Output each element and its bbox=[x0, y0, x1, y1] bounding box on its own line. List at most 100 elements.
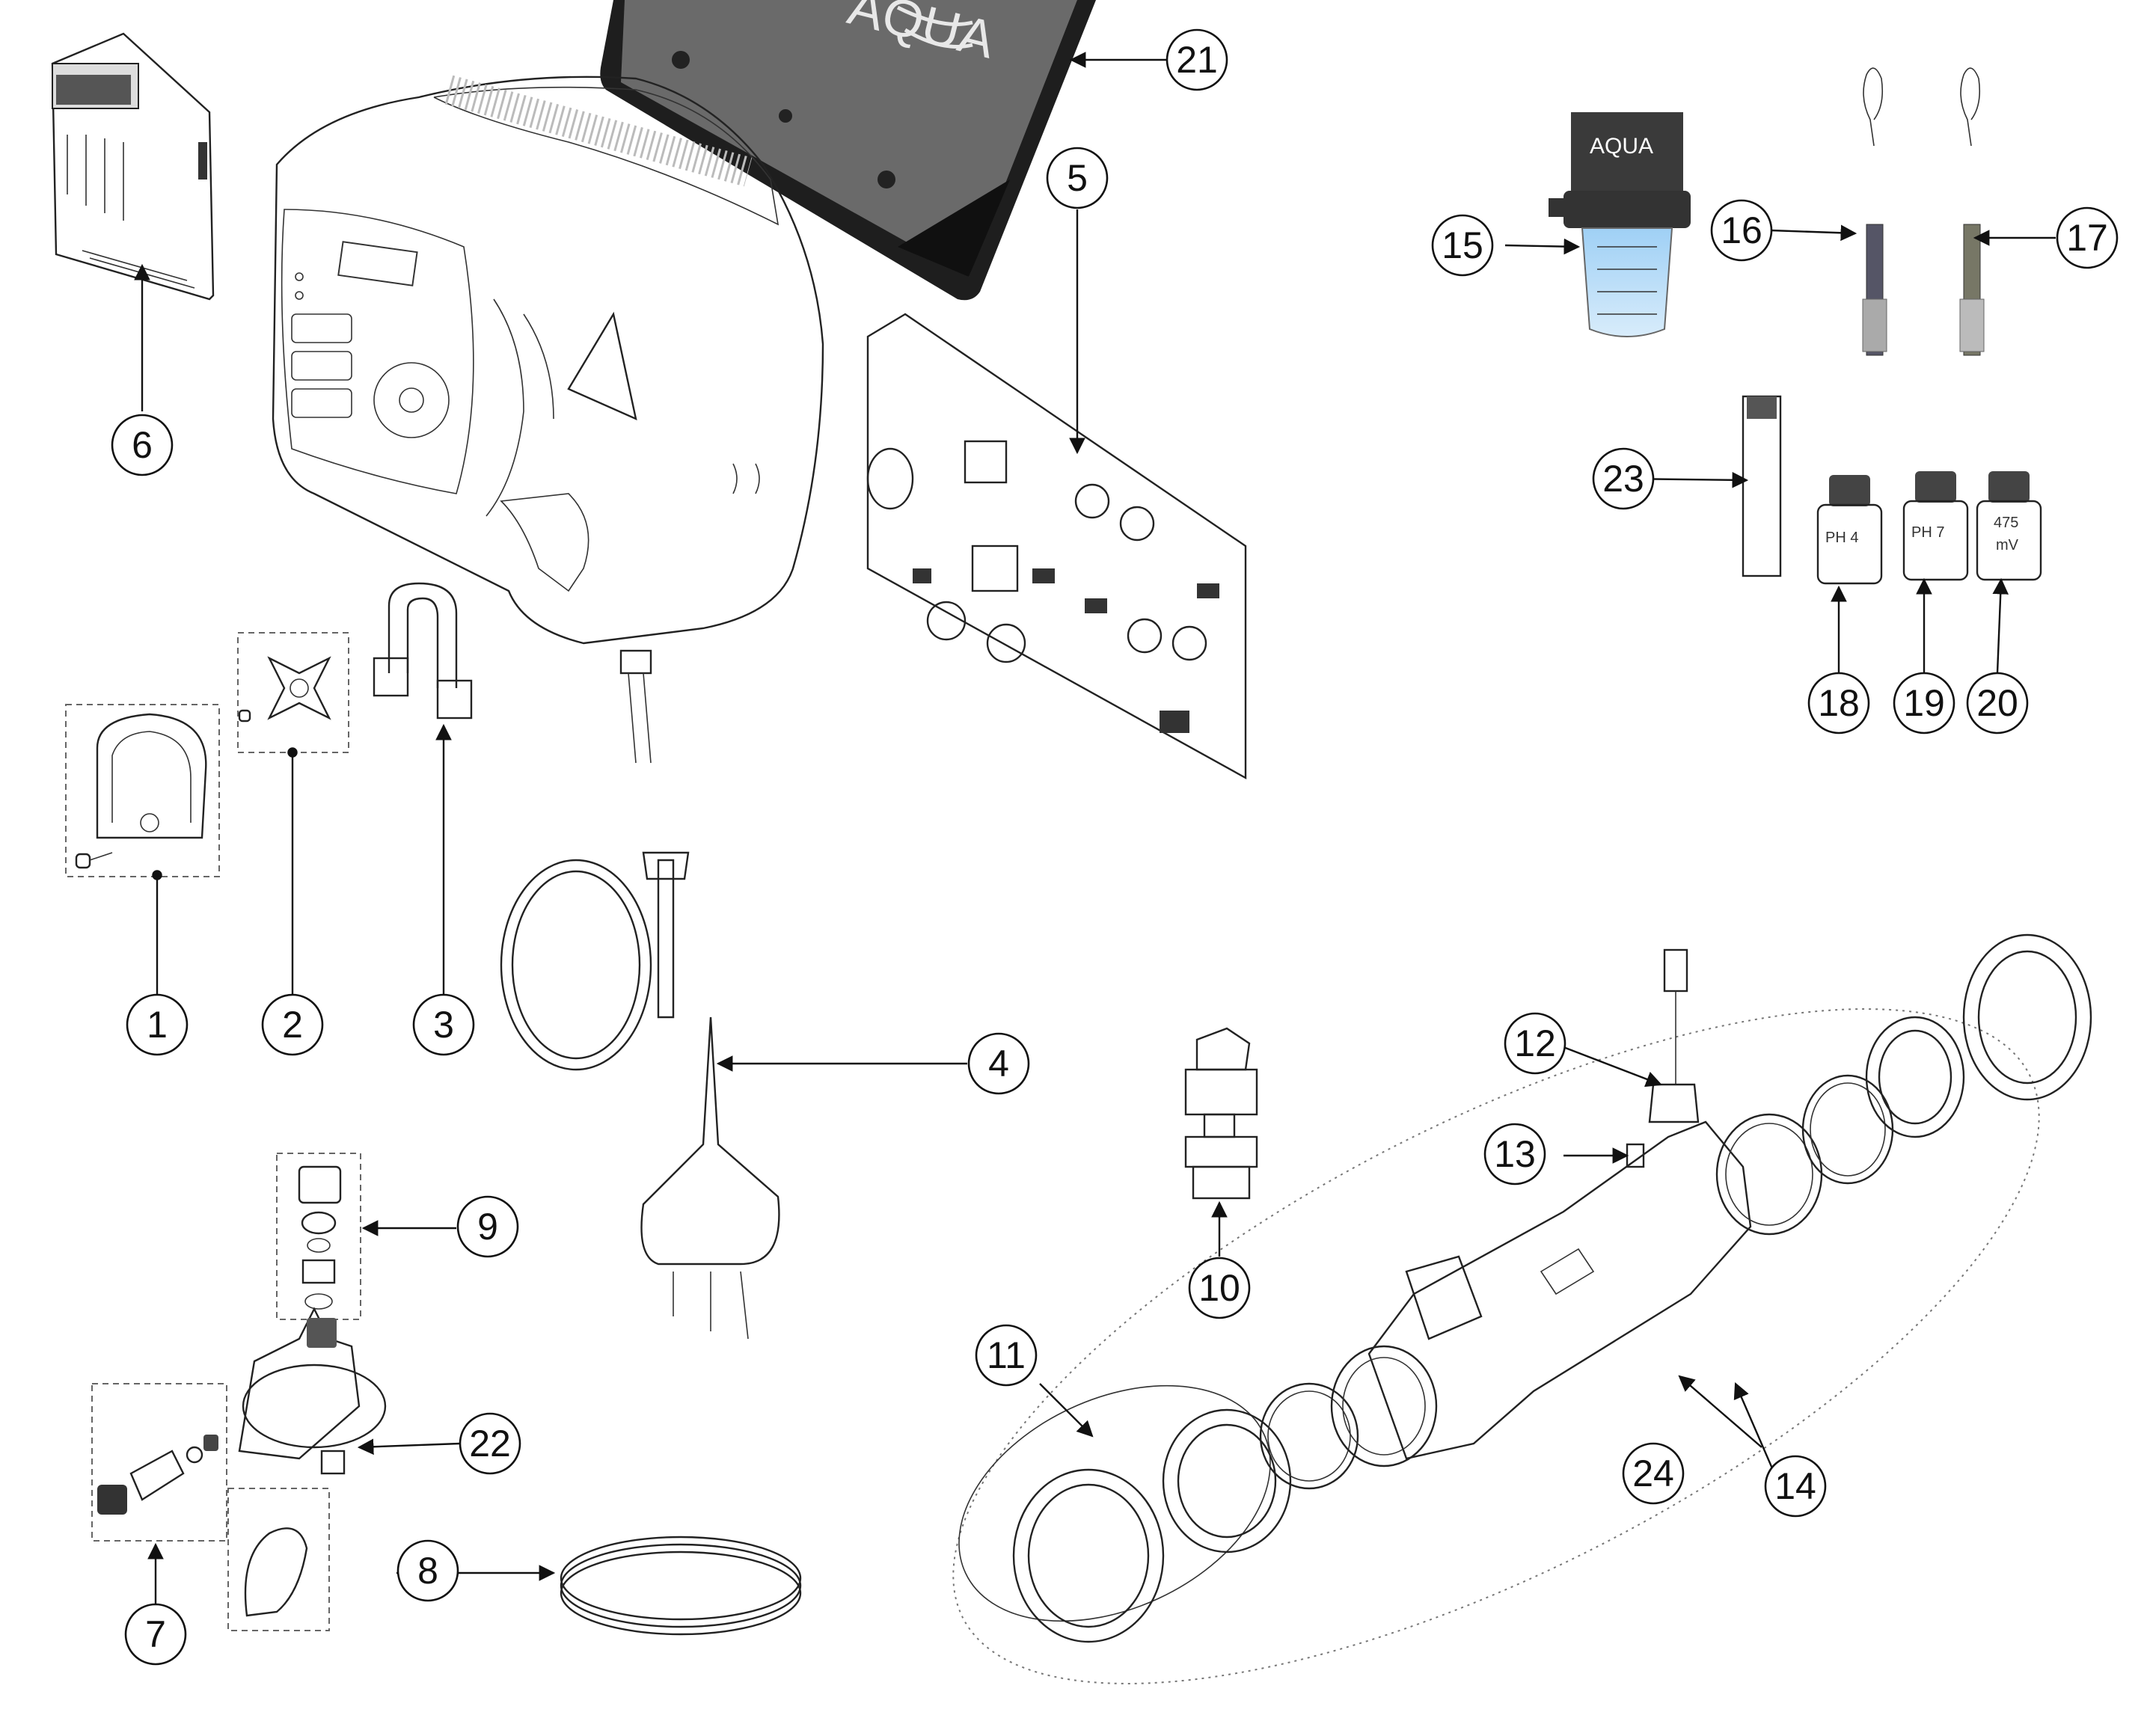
callout-number: 12 bbox=[1514, 1022, 1556, 1064]
callout-number: 8 bbox=[417, 1550, 438, 1592]
callout-circle bbox=[1622, 1442, 1685, 1505]
part-10-flow-sensor bbox=[1184, 1027, 1258, 1200]
leader-lines bbox=[134, 52, 2056, 1608]
callout-8: 8 bbox=[396, 1539, 459, 1602]
callout-number: 20 bbox=[1976, 682, 2018, 724]
part-8-coil bbox=[560, 1536, 802, 1636]
callout-circle bbox=[1166, 28, 1228, 91]
callout-20: 20 bbox=[1966, 672, 2029, 734]
callout-number: 24 bbox=[1632, 1453, 1674, 1494]
callout-14: 14 bbox=[1764, 1455, 1827, 1518]
part-17-orp-probe bbox=[1959, 67, 1985, 356]
callout-5: 5 bbox=[1046, 147, 1109, 209]
callout-10: 10 bbox=[1188, 1257, 1251, 1319]
callout-number: 1 bbox=[147, 1004, 168, 1046]
callout-number: 4 bbox=[988, 1043, 1009, 1085]
part-18-bottle: PH 4 bbox=[1816, 475, 1883, 585]
callout-number: 15 bbox=[1442, 224, 1483, 266]
part-20-bottle: 475 mV bbox=[1976, 471, 2042, 581]
callout-circle bbox=[412, 993, 475, 1056]
power-board-part bbox=[866, 313, 1247, 780]
callout-circle bbox=[111, 414, 174, 476]
callout-4: 4 bbox=[967, 1032, 1030, 1095]
callout-circle bbox=[2056, 206, 2119, 269]
callout-9: 9 bbox=[456, 1195, 519, 1258]
callout-circle bbox=[1483, 1123, 1546, 1186]
callout-circle bbox=[1764, 1455, 1827, 1518]
callout-number: 21 bbox=[1176, 39, 1218, 81]
callout-circle bbox=[456, 1195, 519, 1258]
callout-number: 5 bbox=[1067, 157, 1088, 199]
callout-number: 11 bbox=[987, 1334, 1026, 1376]
callout-circle bbox=[1046, 147, 1109, 209]
callout-number: 9 bbox=[477, 1206, 498, 1248]
callout-22: 22 bbox=[459, 1412, 521, 1475]
callout-18: 18 bbox=[1807, 672, 1870, 734]
filter-logo-text: AQUA bbox=[1590, 134, 1653, 159]
callout-2: 2 bbox=[261, 993, 324, 1056]
part-22-saddle bbox=[238, 1307, 387, 1475]
front-cover-part: AQUA bbox=[600, 0, 1096, 301]
callout-21: 21 bbox=[1166, 28, 1228, 91]
part-3-tube bbox=[373, 582, 473, 720]
callout-3: 3 bbox=[412, 993, 475, 1056]
callout-number: 2 bbox=[282, 1004, 303, 1046]
ph4-label: PH 4 bbox=[1825, 530, 1858, 546]
callout-circle bbox=[1710, 199, 1773, 262]
callout-circle bbox=[126, 993, 189, 1056]
callout-19: 19 bbox=[1893, 672, 1955, 734]
orp-unit-label: mV bbox=[1996, 537, 2019, 553]
callout-6: 6 bbox=[111, 414, 174, 476]
callout-circle bbox=[975, 1324, 1038, 1387]
part-15-filter: AQUA bbox=[1549, 112, 1691, 337]
callout-number: 6 bbox=[132, 424, 153, 466]
callout-number: 7 bbox=[145, 1613, 166, 1655]
part-14-cell-assembly bbox=[952, 933, 2092, 1684]
callout-circle bbox=[459, 1412, 521, 1475]
callout-circle bbox=[1966, 672, 2029, 734]
callout-number: 18 bbox=[1818, 682, 1860, 724]
callout-7: 7 bbox=[124, 1603, 187, 1666]
part-4-cable bbox=[500, 649, 780, 1340]
callout-number: 10 bbox=[1198, 1267, 1240, 1309]
part-7-injector bbox=[91, 1383, 330, 1631]
callout-number: 19 bbox=[1903, 682, 1945, 724]
callout-12: 12 bbox=[1504, 1012, 1566, 1075]
callout-17: 17 bbox=[2056, 206, 2119, 269]
part-1-bracket bbox=[65, 704, 220, 877]
part-23-tube bbox=[1742, 395, 1782, 577]
callout-circle bbox=[396, 1539, 459, 1602]
controller-housing-part bbox=[272, 75, 824, 645]
callout-circle bbox=[261, 993, 324, 1056]
callout-number: 13 bbox=[1494, 1133, 1536, 1175]
part-19-bottle: PH 7 bbox=[1902, 471, 1969, 581]
callout-circle bbox=[124, 1603, 187, 1666]
ph7-label: PH 7 bbox=[1911, 524, 1944, 541]
callout-circle bbox=[1592, 447, 1655, 510]
callout-1: 1 bbox=[126, 993, 189, 1056]
callout-number: 3 bbox=[433, 1004, 454, 1046]
callout-circle bbox=[1893, 672, 1955, 734]
callout-circle bbox=[1504, 1012, 1566, 1075]
callout-number: 16 bbox=[1721, 209, 1762, 251]
callout-number: 22 bbox=[469, 1423, 511, 1464]
callout-24: 24 bbox=[1622, 1442, 1685, 1505]
callout-13: 13 bbox=[1483, 1123, 1546, 1186]
callout-circle bbox=[967, 1032, 1030, 1095]
callout-circle bbox=[1807, 672, 1870, 734]
orp-value-label: 475 bbox=[1994, 515, 2018, 531]
display-board-part bbox=[51, 32, 215, 301]
part-2-knob bbox=[237, 632, 349, 753]
part-9-fittings bbox=[276, 1153, 361, 1320]
part-16-ph-probe bbox=[1862, 67, 1887, 356]
callout-number: 14 bbox=[1774, 1465, 1816, 1507]
callout-circle bbox=[1431, 214, 1494, 277]
callout-15: 15 bbox=[1431, 214, 1494, 277]
callout-16: 16 bbox=[1710, 199, 1773, 262]
callout-11: 11 bbox=[975, 1324, 1038, 1387]
callout-circle bbox=[1188, 1257, 1251, 1319]
callout-number: 23 bbox=[1602, 458, 1644, 500]
callout-23: 23 bbox=[1592, 447, 1655, 510]
